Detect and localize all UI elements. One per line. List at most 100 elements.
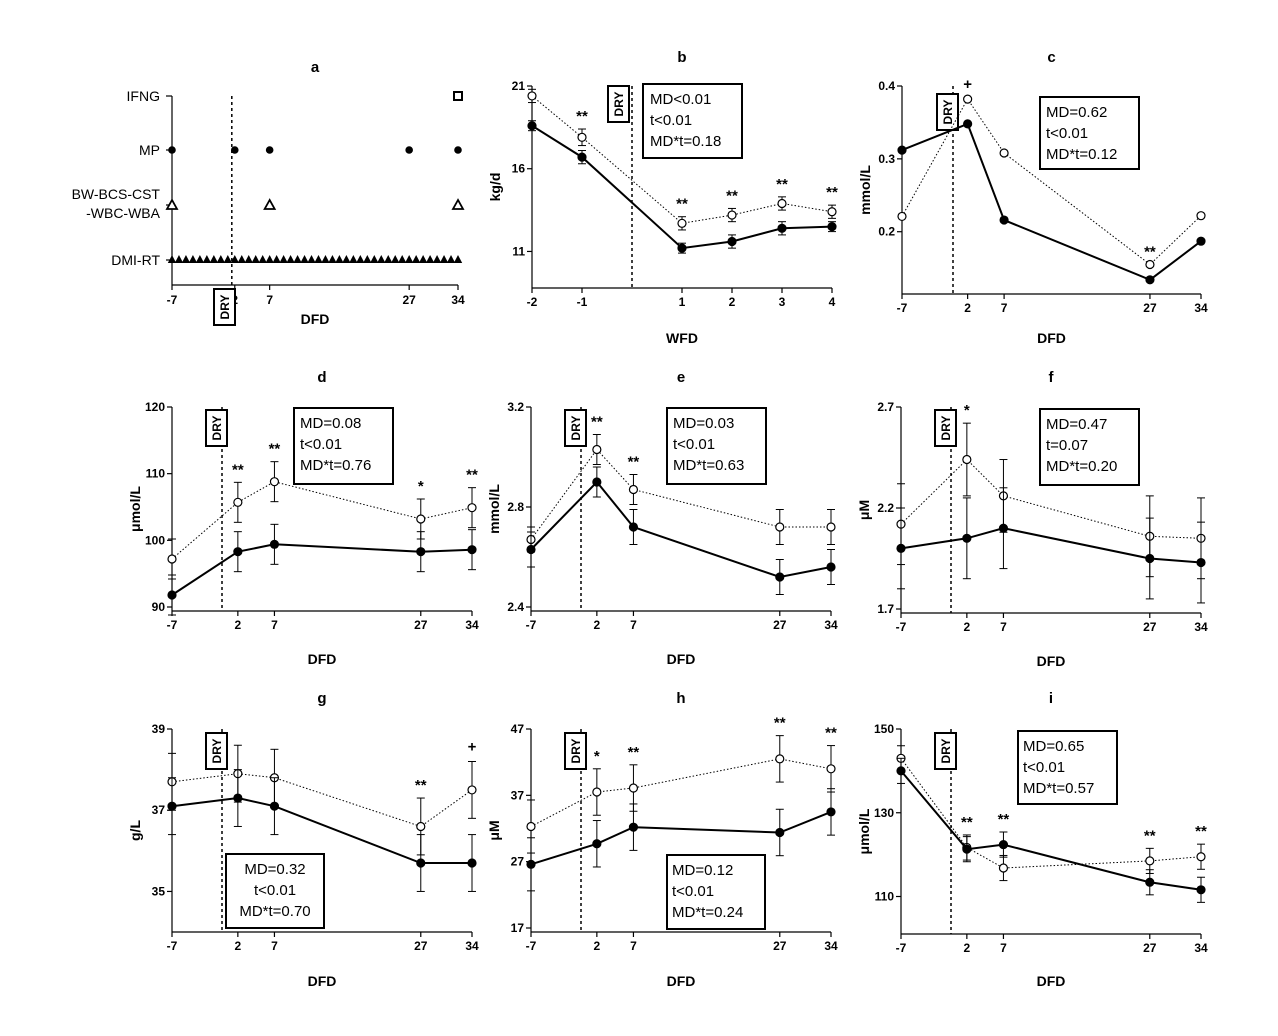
dry-box-frame <box>607 85 630 123</box>
sample-marker <box>300 255 309 263</box>
sample-marker <box>314 255 323 263</box>
stats-line: MD<0.01 <box>650 91 711 108</box>
dry-box-frame <box>213 288 236 326</box>
dry-label-box: DRY <box>607 85 630 123</box>
data-point <box>416 514 426 524</box>
sample-marker <box>181 255 191 263</box>
significance-marker: ** <box>998 811 1010 828</box>
data-point <box>592 787 602 797</box>
dry-label-box: DRY <box>205 409 228 447</box>
data-point <box>1196 557 1206 568</box>
sample-marker <box>335 255 344 263</box>
y-tick-label: 37 <box>152 803 166 817</box>
y-tick-label: 3.2 <box>507 400 524 414</box>
stats-box-frame <box>1017 730 1118 805</box>
x-tick-label: 4 <box>829 295 836 309</box>
sample-marker <box>223 255 233 263</box>
data-point <box>467 503 477 513</box>
sample-marker <box>230 255 239 263</box>
row-label: BW-BCS-CST <box>72 186 161 202</box>
sample-marker <box>453 255 463 263</box>
x-tick-label: 7 <box>1000 620 1007 634</box>
sample-marker <box>265 255 274 263</box>
x-axis-title: DFD <box>1037 330 1066 346</box>
significance-marker: ** <box>825 725 837 742</box>
series-filled <box>526 788 836 892</box>
y-axis-title: μmol/L <box>127 486 143 532</box>
x-tick-label: 7 <box>1000 941 1007 955</box>
series-line <box>900 527 1202 564</box>
data-point <box>628 522 639 532</box>
series-line <box>530 758 832 827</box>
data-point <box>677 218 687 228</box>
dry-label-box: DRY <box>564 732 587 770</box>
stats-line: MD*t=0.76 <box>300 457 371 474</box>
sample-marker <box>202 255 212 263</box>
panel-letter: a <box>311 59 320 76</box>
sample-marker <box>404 255 414 263</box>
data-point <box>467 785 477 795</box>
y-tick-label: 39 <box>152 722 166 736</box>
dry-label-box: DRY <box>936 93 959 131</box>
x-tick-label: -7 <box>167 293 178 307</box>
dry-box-frame <box>564 732 587 770</box>
sample-marker <box>165 198 179 210</box>
data-point <box>896 543 906 554</box>
x-tick-label: 7 <box>630 939 637 953</box>
panel-letter: b <box>677 49 686 66</box>
data-point <box>269 539 280 549</box>
data-point <box>269 801 280 811</box>
data-point <box>963 94 973 104</box>
significance-marker: ** <box>1195 823 1207 840</box>
x-tick-label: 27 <box>402 293 416 307</box>
series-line <box>531 124 833 250</box>
data-point <box>233 547 243 557</box>
stats-line: t<0.01 <box>650 112 692 129</box>
data-point <box>1145 877 1155 887</box>
significance-marker: + <box>468 738 477 755</box>
data-point <box>526 544 536 555</box>
data-point <box>592 444 602 455</box>
y-axis-title: kg/d <box>487 173 503 202</box>
stats-line: t<0.01 <box>1046 125 1088 142</box>
sample-marker <box>425 255 435 263</box>
y-tick-label: 0.2 <box>878 225 895 239</box>
sample-marker <box>328 255 337 263</box>
x-tick-label: 34 <box>1194 941 1208 955</box>
x-tick-label: 7 <box>271 618 278 632</box>
data-point <box>467 545 477 555</box>
data-point <box>998 839 1009 850</box>
data-point <box>167 801 177 811</box>
stats-box-frame <box>1039 408 1140 486</box>
significance-marker: ** <box>415 777 427 794</box>
row-label-continued: -WBC-WBA <box>86 205 161 221</box>
data-point <box>628 484 639 495</box>
sample-marker <box>307 255 316 263</box>
significance-marker: ** <box>1144 827 1156 844</box>
sample-marker <box>258 255 267 263</box>
data-point <box>416 547 426 557</box>
sample-marker <box>377 255 386 263</box>
y-tick-label: 2.8 <box>507 500 524 514</box>
sample-marker <box>279 255 288 263</box>
stats-line: t<0.01 <box>1023 759 1065 776</box>
y-axis-title: mmol/L <box>857 165 873 215</box>
data-point <box>826 764 836 774</box>
significance-marker: ** <box>591 414 603 431</box>
data-point <box>827 207 837 217</box>
sample-marker <box>174 255 184 263</box>
stats-line: MD*t=0.70 <box>239 903 310 920</box>
sample-marker <box>349 255 358 263</box>
y-tick-label: 90 <box>152 600 166 614</box>
significance-marker: * <box>418 478 424 495</box>
x-tick-label: 34 <box>465 618 479 632</box>
y-tick-label: 100 <box>145 533 165 547</box>
stats-line: MD=0.12 <box>672 862 733 879</box>
y-tick-label: 37 <box>511 788 525 802</box>
